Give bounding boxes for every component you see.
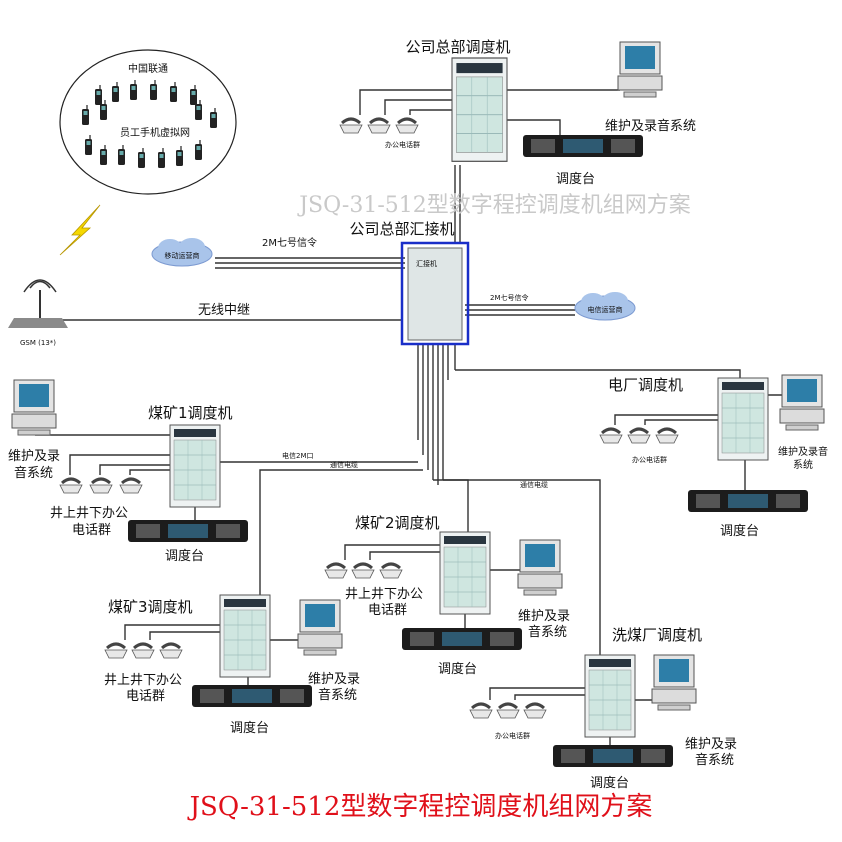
console-icon bbox=[402, 628, 522, 650]
gsm-label: GSM (13*) bbox=[20, 339, 56, 347]
main-title: JSQ-31-512型数字程控调度机组网方案 bbox=[187, 792, 653, 822]
console-icon bbox=[688, 490, 808, 512]
svg-text:井上井下办公: 井上井下办公 bbox=[104, 673, 182, 688]
mine1-link-label: 电信2M口 bbox=[282, 451, 314, 460]
mine1-cabinet bbox=[169, 424, 221, 508]
wash-switch-label: 洗煤厂调度机 bbox=[612, 626, 702, 644]
hq-office-phones: 办公电话群 bbox=[385, 140, 420, 149]
hq-console-label: 调度台 bbox=[556, 171, 595, 187]
svg-text:音系统: 音系统 bbox=[528, 624, 567, 640]
console-icon bbox=[523, 135, 643, 157]
phone-icon bbox=[366, 117, 392, 135]
mine3-dispatcher: 煤矿3调度机 井上井下办公 电话群 维护及录 音系统 调度台 bbox=[103, 594, 360, 736]
cable-label: 通信电缆 bbox=[330, 460, 358, 469]
computer-icon bbox=[517, 539, 563, 596]
wash-plant-dispatcher: 洗煤厂调度机 办公电话群 维护及录 音系统 调度台 bbox=[468, 626, 737, 791]
svg-text:维护及录: 维护及录 bbox=[8, 449, 60, 464]
phone-icon bbox=[103, 642, 129, 660]
phone-icon bbox=[158, 642, 184, 660]
phone-icon bbox=[394, 117, 420, 135]
svg-text:调度台: 调度台 bbox=[438, 661, 477, 677]
lightning-icon bbox=[59, 204, 101, 256]
svg-text:维护及录: 维护及录 bbox=[518, 609, 570, 624]
telecom-link-label: 2M七号信令 bbox=[490, 293, 529, 302]
svg-text:维护及录: 维护及录 bbox=[308, 672, 360, 687]
console-icon bbox=[128, 520, 248, 542]
mobile-phone-group: 中国联通 员工手机虚拟网 bbox=[59, 49, 237, 195]
svg-text:调度台: 调度台 bbox=[165, 548, 204, 564]
phone-icon bbox=[118, 477, 144, 495]
phone-icon bbox=[130, 642, 156, 660]
wash-cabinet bbox=[584, 654, 636, 738]
hq-switch-label: 公司总部调度机 bbox=[405, 38, 510, 56]
watermark-title: JSQ-31-512型数字程控调度机组网方案 bbox=[297, 193, 691, 218]
svg-text:调度台: 调度台 bbox=[230, 720, 269, 736]
tandem-cabinet-text: 汇接机 bbox=[416, 259, 437, 268]
console-icon bbox=[192, 685, 312, 707]
phone-icon bbox=[598, 427, 624, 445]
svg-text:维护及录: 维护及录 bbox=[685, 737, 737, 752]
phone-icon bbox=[58, 477, 84, 495]
telecom-operator-cloud: 电信运营商 bbox=[574, 291, 636, 321]
svg-text:办公电话群: 办公电话群 bbox=[632, 455, 667, 464]
gsm-base-station: GSM (13*) bbox=[8, 204, 101, 347]
hq-maintenance: 维护及录音系统 bbox=[605, 118, 696, 134]
svg-text:电话群: 电话群 bbox=[368, 603, 407, 618]
mine1-switch-label: 煤矿1调度机 bbox=[148, 404, 233, 422]
computer-icon bbox=[651, 654, 697, 711]
computer-icon bbox=[779, 374, 825, 431]
hq-dispatcher: 公司总部调度机 办公电话群 维护及录音系统 调度台 bbox=[338, 38, 696, 187]
phone-icon bbox=[468, 702, 494, 720]
console-icon bbox=[553, 745, 673, 767]
svg-text:井上井下办公: 井上井下办公 bbox=[50, 506, 128, 521]
svg-text:调度台: 调度台 bbox=[590, 775, 629, 791]
phone-icon bbox=[338, 117, 364, 135]
phone-icon bbox=[323, 562, 349, 580]
svg-text:电信运营商: 电信运营商 bbox=[588, 305, 623, 314]
mine2-cabinet bbox=[439, 531, 491, 615]
cable-label: 通信电缆 bbox=[520, 480, 548, 489]
computer-icon bbox=[617, 41, 663, 98]
svg-text:井上井下办公: 井上井下办公 bbox=[345, 587, 423, 602]
svg-text:移动运营商: 移动运营商 bbox=[165, 251, 200, 260]
phone-icon bbox=[88, 477, 114, 495]
svg-text:办公电话群: 办公电话群 bbox=[495, 731, 530, 740]
phone-icon bbox=[495, 702, 521, 720]
power-plant-dispatcher: 电厂调度机 维护及录音 系统 办公电话群 调度台 bbox=[598, 374, 828, 539]
svg-text:维护及录音: 维护及录音 bbox=[778, 445, 828, 458]
computer-icon bbox=[11, 379, 57, 436]
computer-icon bbox=[297, 599, 343, 656]
svg-text:电话群: 电话群 bbox=[126, 689, 165, 704]
phone-icon bbox=[378, 562, 404, 580]
svg-text:电话群: 电话群 bbox=[72, 523, 111, 538]
mine2-switch-label: 煤矿2调度机 bbox=[355, 514, 440, 532]
power-cabinet bbox=[717, 377, 769, 461]
mobile-operator-cloud: 移动运营商 bbox=[151, 237, 213, 267]
mine1-dispatcher: 煤矿1调度机 维护及录 音系统 井上井下办公 电话群 调度台 电信2M口 bbox=[8, 379, 314, 564]
phone-icon bbox=[626, 427, 652, 445]
tandem-label: 公司总部汇接机 bbox=[349, 220, 454, 238]
operator-label: 中国联通 bbox=[128, 62, 168, 75]
power-switch-label: 电厂调度机 bbox=[608, 376, 683, 394]
vnet-label: 员工手机虚拟网 bbox=[120, 126, 190, 139]
svg-text:音系统: 音系统 bbox=[318, 687, 357, 703]
svg-text:音系统: 音系统 bbox=[695, 752, 734, 768]
connection-lines bbox=[20, 89, 785, 745]
phone-icon bbox=[522, 702, 548, 720]
svg-text:调度台: 调度台 bbox=[720, 523, 759, 539]
tandem-switch: 公司总部汇接机 汇接机 2M七号信令 2M七号信令 无线中继 bbox=[198, 220, 529, 346]
mine2-dispatcher: 煤矿2调度机 井上井下办公 电话群 维护及录 音系统 调度台 bbox=[323, 514, 570, 677]
phone-icon bbox=[654, 427, 680, 445]
svg-text:音系统: 音系统 bbox=[14, 465, 53, 481]
wireless-trunk-label: 无线中继 bbox=[198, 303, 250, 318]
phone-icon bbox=[350, 562, 376, 580]
hq-cabinet bbox=[451, 57, 508, 162]
mine3-switch-label: 煤矿3调度机 bbox=[108, 598, 193, 616]
mine3-cabinet bbox=[219, 594, 271, 678]
mobile-link-label: 2M七号信令 bbox=[262, 236, 317, 249]
svg-text:系统: 系统 bbox=[793, 458, 813, 471]
